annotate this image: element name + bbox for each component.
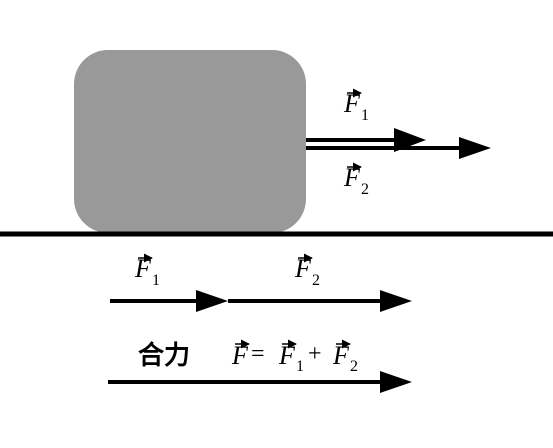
f1-label-block: F 1 xyxy=(343,88,369,124)
f2-sum-arrow xyxy=(228,290,412,312)
svg-text:F: F xyxy=(278,341,296,370)
svg-text:F: F xyxy=(294,254,312,283)
svg-text:1: 1 xyxy=(296,358,304,375)
resultant-arrow xyxy=(108,371,412,393)
f2-on-block-arrow xyxy=(306,137,491,159)
svg-text:2: 2 xyxy=(312,272,320,289)
svg-text:1: 1 xyxy=(361,107,369,124)
svg-text:=: = xyxy=(251,341,265,367)
svg-text:2: 2 xyxy=(361,181,369,198)
block xyxy=(74,50,306,233)
f1-sum-arrow xyxy=(110,290,228,312)
svg-text:F: F xyxy=(332,341,350,370)
svg-text:2: 2 xyxy=(350,358,358,375)
f2-label-block: F 2 xyxy=(343,162,369,198)
f1-label-sum: F 1 xyxy=(134,253,160,289)
f2-label-sum: F 2 xyxy=(294,253,320,289)
svg-text:F: F xyxy=(343,163,361,192)
resultant-equation: F = F 1 + F 2 xyxy=(231,339,358,375)
svg-text:F: F xyxy=(134,254,152,283)
svg-text:F: F xyxy=(343,89,361,118)
svg-text:F: F xyxy=(231,341,249,370)
svg-text:1: 1 xyxy=(152,272,160,289)
resultant-caption: 合力 xyxy=(138,340,190,371)
svg-text:+: + xyxy=(308,341,322,367)
